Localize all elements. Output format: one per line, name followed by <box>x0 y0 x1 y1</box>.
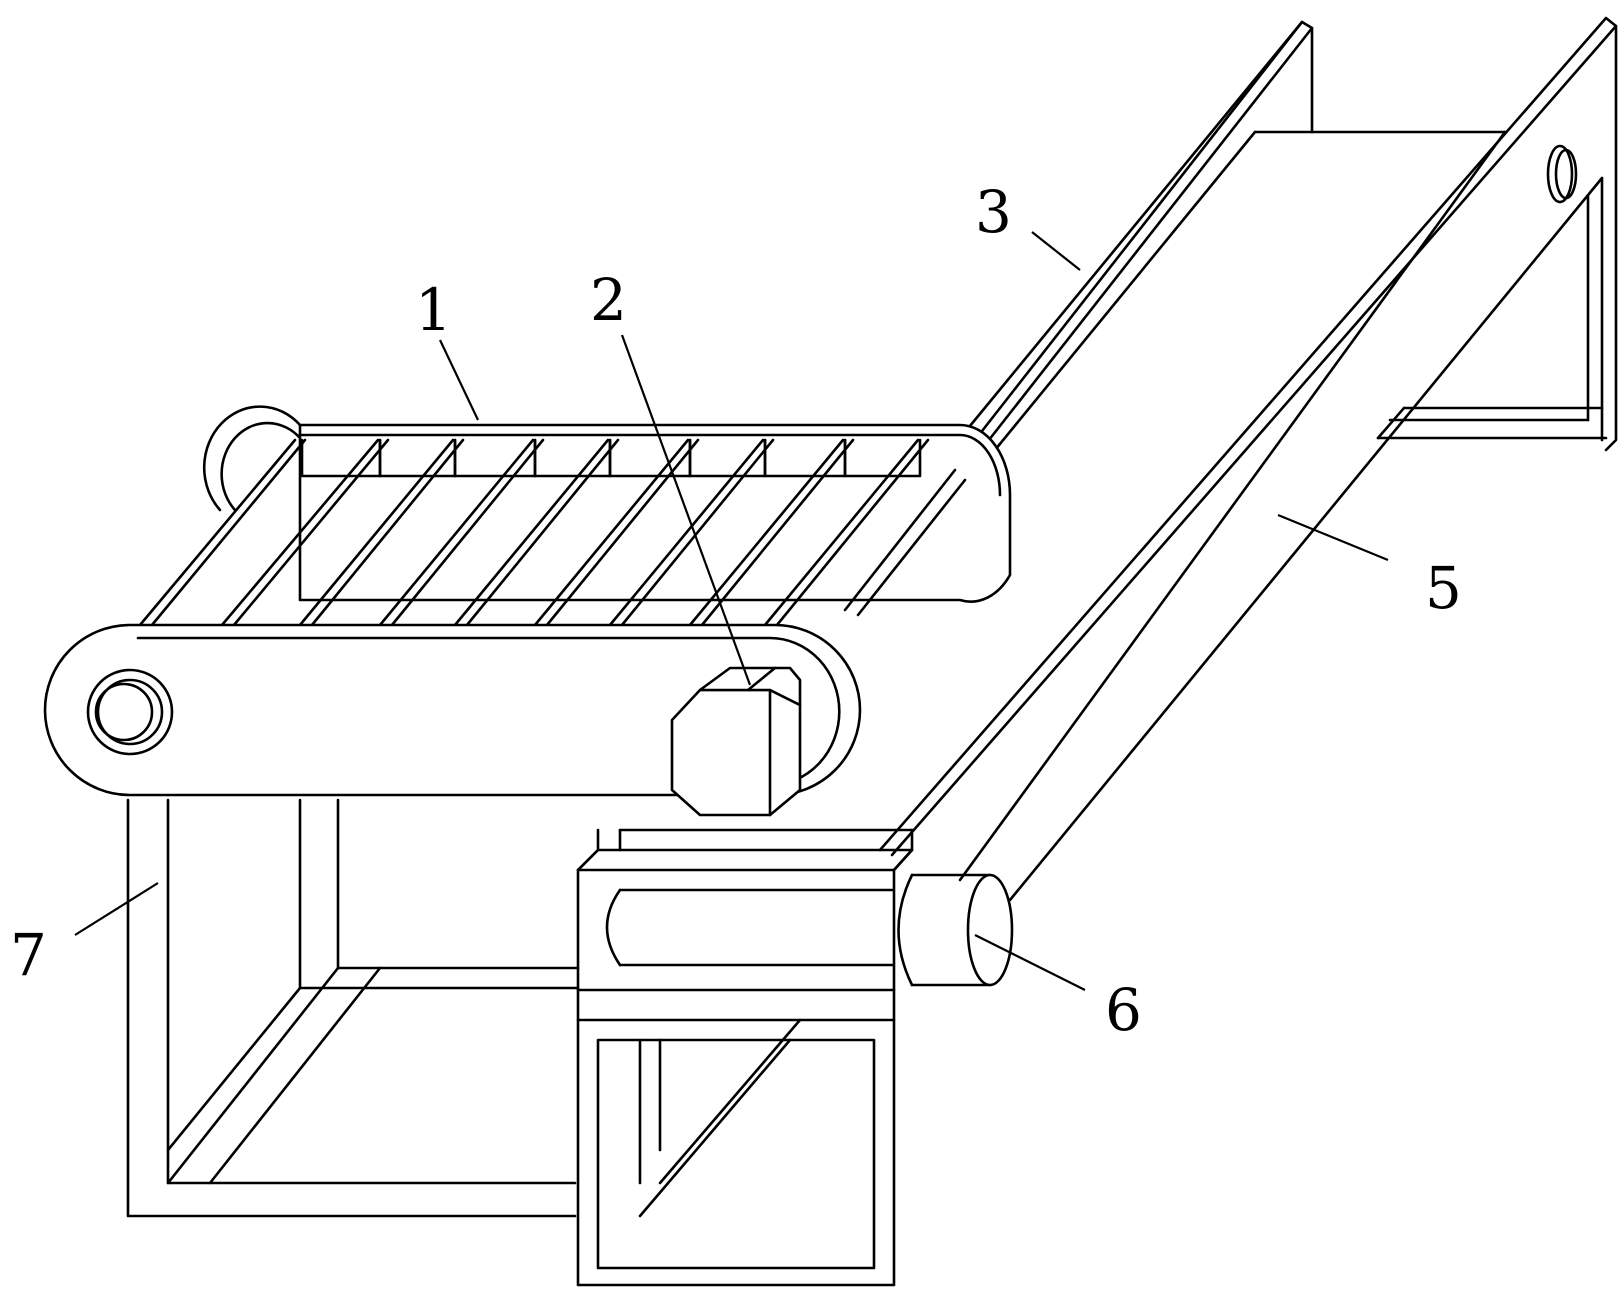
chute-floor <box>958 130 1604 902</box>
leader-lines <box>74 231 1389 991</box>
callout-6: 6 <box>1105 976 1142 1044</box>
callout-5: 5 <box>1425 554 1462 622</box>
drive-block <box>670 666 802 817</box>
chute <box>878 16 1618 902</box>
roller-hub <box>86 668 174 756</box>
leader-1 <box>439 339 479 421</box>
belt-cleats <box>300 438 922 478</box>
leader-7 <box>74 882 159 936</box>
callout-2: 2 <box>590 266 627 334</box>
chute-left-wall <box>963 20 1314 447</box>
belt-slats <box>138 438 967 627</box>
callout-7: 7 <box>10 921 47 989</box>
conveyor <box>43 405 1012 797</box>
chute-right-wall <box>878 16 1618 857</box>
leader-5 <box>1277 513 1389 562</box>
chute-end-bracket <box>1376 194 1608 440</box>
callout-3: 3 <box>975 178 1012 246</box>
leader-3 <box>1031 231 1081 271</box>
leader-6 <box>974 934 1086 991</box>
leader-2 <box>620 334 752 686</box>
callouts: 1 2 3 5 6 7 <box>10 178 1462 1044</box>
outlet-pipe <box>897 873 1014 987</box>
pin-hole <box>1546 144 1578 204</box>
feed-box <box>576 828 914 1022</box>
support-frame <box>126 798 896 1287</box>
callout-1: 1 <box>415 276 452 344</box>
